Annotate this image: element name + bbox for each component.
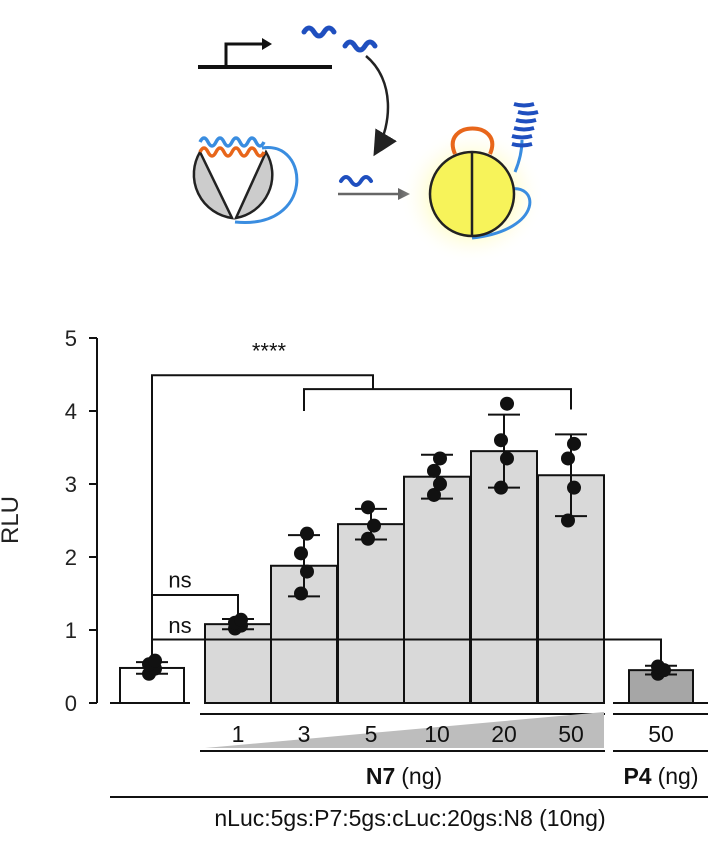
y-axis: 0 1 2 3 4 5	[65, 326, 98, 716]
category-label: 50	[558, 721, 584, 747]
dose-gradient-wedge	[205, 712, 604, 748]
peptide-squiggle-2	[342, 39, 378, 53]
category-label: 20	[491, 721, 517, 747]
data-point	[427, 487, 441, 502]
significance-label: ns	[168, 568, 191, 593]
linker-active	[471, 187, 532, 240]
bar	[337, 523, 405, 705]
data-point	[561, 451, 575, 466]
promoter-arrow	[224, 42, 262, 67]
category-label: 5	[365, 721, 378, 747]
significance-label: ns	[168, 613, 191, 638]
group-label-n7: N7(ng)	[366, 763, 442, 789]
bar-chart: 0 1 2 3 4 5 RLU **** ns ns 1 3 5 10 20 50 50	[0, 326, 708, 752]
data-point	[500, 396, 514, 411]
data-point	[567, 436, 581, 451]
curved-arrow	[365, 55, 397, 157]
data-point	[651, 659, 665, 674]
category-label: 10	[424, 721, 450, 747]
data-point	[294, 546, 308, 561]
bracket-significant-span	[303, 388, 572, 411]
peptide-squiggle-3	[339, 175, 373, 187]
bar	[204, 623, 272, 704]
construct-label: nLuc:5gs:P7:5gs:cLuc:20gs:N8 (10ng)	[214, 805, 605, 831]
data-point	[367, 518, 381, 533]
y-axis-title: RLU	[0, 496, 24, 544]
linker-to-helix	[513, 139, 524, 173]
orange-helix	[198, 146, 266, 158]
y-tick-label: 1	[65, 618, 77, 643]
data-point	[561, 513, 575, 528]
data-point	[148, 653, 162, 668]
data-point	[500, 451, 514, 466]
y-tick-label: 2	[65, 545, 77, 570]
data-point	[433, 451, 447, 466]
y-tick-label: 3	[65, 472, 77, 497]
bars	[110, 396, 708, 705]
schematic	[192, 25, 544, 264]
bracket-significant	[151, 374, 374, 658]
category-label: 50	[648, 721, 674, 747]
linker	[234, 146, 299, 224]
y-tick-label: 0	[65, 691, 77, 716]
y-tick-label: 5	[65, 326, 77, 351]
data-point	[427, 463, 441, 478]
data-point	[361, 500, 375, 515]
category-label: 3	[298, 721, 311, 747]
inactive-luciferase	[192, 136, 299, 224]
blue-helix	[198, 136, 266, 148]
data-point	[234, 612, 248, 627]
category-labels: 1 3 5 10 20 50 50	[200, 712, 708, 752]
y-tick-label: 4	[65, 399, 77, 424]
data-point	[300, 526, 314, 541]
data-point	[494, 480, 508, 495]
peptide-squiggle-1	[301, 25, 337, 39]
orange-loop	[450, 126, 495, 155]
data-point	[567, 480, 581, 495]
active-luciferase	[400, 102, 544, 264]
data-point	[361, 531, 375, 546]
bar	[403, 475, 471, 705]
data-point	[494, 433, 508, 448]
significance-label: ****	[252, 338, 287, 363]
category-label: 1	[232, 721, 245, 747]
blue-helix-coil	[511, 102, 539, 148]
nluc-half	[192, 149, 235, 220]
group-label-p4: P4(ng)	[623, 763, 698, 789]
data-point	[433, 477, 447, 491]
cluc-half	[233, 149, 274, 220]
significance-brackets: **** ns ns	[151, 338, 662, 663]
data-point	[294, 586, 308, 601]
data-point	[300, 564, 314, 579]
